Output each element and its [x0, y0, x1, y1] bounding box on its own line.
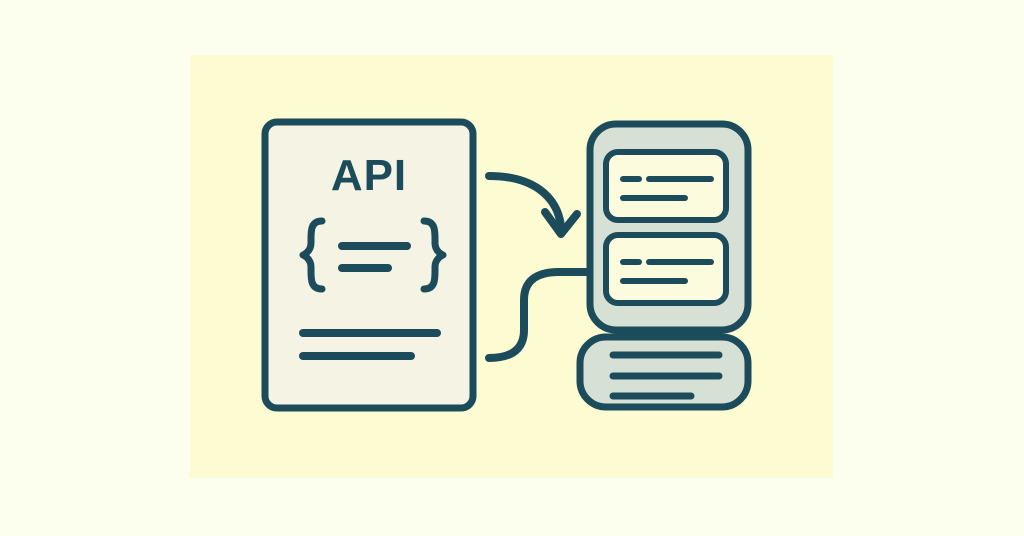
right-curly-brace-icon — [420, 217, 447, 293]
curved-arrow-shaft — [485, 172, 565, 230]
server-footer-card[interactable] — [576, 333, 752, 411]
second-card-outline — [603, 232, 729, 306]
top-card-outline — [603, 149, 729, 223]
left-curly-brace-icon — [299, 217, 326, 293]
server-stack-top-card[interactable] — [603, 149, 729, 223]
elbow-connector — [485, 268, 600, 362]
curved-arrow-connector — [485, 172, 581, 238]
server-stack-second-card[interactable] — [603, 232, 729, 306]
server-stack[interactable] — [576, 120, 752, 411]
elbow-connector-path — [485, 268, 600, 362]
api-document-card[interactable]: API — [261, 118, 477, 412]
api-title-text: API — [331, 151, 407, 200]
curved-arrow-head-icon — [541, 208, 581, 238]
